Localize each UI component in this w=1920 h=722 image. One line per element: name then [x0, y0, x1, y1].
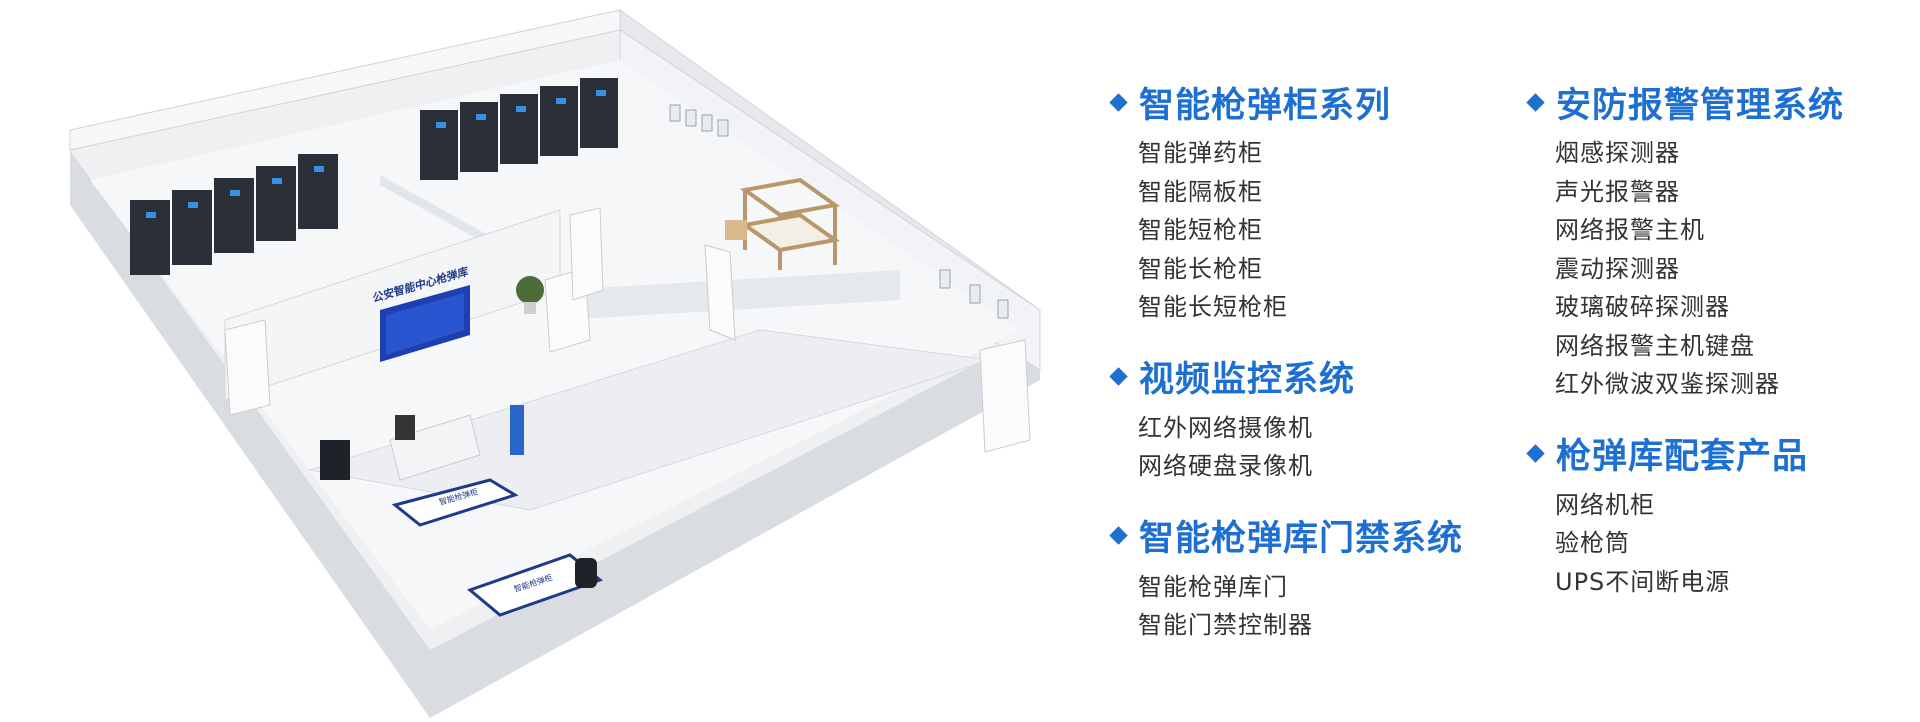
diamond-bullet-icon — [1526, 444, 1545, 463]
product-section: 安防报警管理系统 烟感探测器声光报警器网络报警主机震动探测器玻璃破碎探测器网络报… — [1525, 80, 1844, 404]
section-title: 智能枪弹柜系列 — [1108, 80, 1463, 126]
section-title: 枪弹库配套产品 — [1525, 432, 1844, 477]
section-title-text: 智能枪弹库门禁系统 — [1139, 519, 1464, 559]
product-item: 网络报警主机键盘 — [1555, 331, 1755, 360]
potted-plant — [516, 276, 544, 304]
product-item: 烟感探测器 — [1555, 139, 1680, 167]
floor-slab-side — [70, 150, 1040, 718]
diamond-bullet-icon — [1109, 367, 1128, 386]
product-item: 红外网络摄像机 — [1138, 413, 1313, 442]
section-item-list: 智能枪弹库门智能门禁控制器 — [1138, 568, 1463, 645]
product-item: 网络机柜 — [1555, 490, 1655, 519]
reception-desk — [389, 405, 524, 481]
section-title-text: 视频监控系统 — [1139, 360, 1356, 400]
section-item-list: 智能弹药柜智能隔板柜智能短枪柜智能长枪柜智能长短枪柜 — [1138, 134, 1463, 327]
section-title: 安防报警管理系统 — [1525, 80, 1844, 126]
diamond-bullet-icon — [1109, 526, 1128, 545]
gun-cabinet-group-left — [130, 154, 338, 275]
storage-box — [725, 220, 747, 240]
server-rack — [320, 440, 350, 480]
product-item: 智能门禁控制器 — [1138, 611, 1313, 639]
product-section: 智能枪弹柜系列 智能弹药柜智能隔板柜智能短枪柜智能长枪柜智能长短枪柜 — [1108, 80, 1463, 327]
section-title-text: 智能枪弹柜系列 — [1139, 85, 1392, 126]
product-item: 验枪筒 — [1555, 529, 1630, 557]
product-item: 震动探测器 — [1555, 254, 1680, 283]
product-item: 智能隔板柜 — [1138, 177, 1263, 206]
product-item: 智能长枪柜 — [1138, 254, 1263, 283]
section-item-list: 烟感探测器声光报警器网络报警主机震动探测器玻璃破碎探测器网络报警主机键盘红外微波… — [1555, 134, 1844, 404]
product-item: UPS不间断电源 — [1555, 567, 1731, 596]
product-item: 声光报警器 — [1555, 177, 1680, 206]
product-section: 智能枪弹库门禁系统 智能枪弹库门智能门禁控制器 — [1108, 514, 1463, 645]
floor-mat-2 — [467, 553, 603, 617]
diamond-bullet-icon — [1109, 92, 1128, 112]
section-item-list: 网络机柜验枪筒 UPS不间断电源 — [1555, 486, 1844, 602]
gun-cabinet-group-right — [420, 78, 618, 180]
plant-pot — [524, 302, 536, 314]
product-item: 智能长短枪柜 — [1138, 293, 1288, 321]
gun-check-barrel — [575, 558, 597, 588]
armory-floorplan-illustration: 智能枪弹柜智能枪弹柜 公安智能中心枪弹库 — [69, 9, 1041, 718]
product-item: 红外微波双鉴探测器 — [1555, 370, 1780, 398]
product-section: 枪弹库配套产品 网络机柜验枪筒 UPS不间断电源 — [1525, 432, 1844, 602]
section-title-text: 安防报警管理系统 — [1556, 85, 1845, 126]
product-column-right: 安防报警管理系统 烟感探测器声光报警器网络报警主机震动探测器玻璃破碎探测器网络报… — [1525, 80, 1844, 629]
security-doors — [224, 207, 1031, 453]
product-item: 智能弹药柜 — [1138, 139, 1263, 167]
section-title: 智能枪弹库门禁系统 — [1108, 514, 1463, 559]
section-title-text: 枪弹库配套产品 — [1556, 437, 1809, 477]
wall-vents — [669, 104, 1009, 319]
product-item: 网络硬盘录像机 — [1138, 452, 1313, 480]
product-section: 视频监控系统 红外网络摄像机网络硬盘录像机 — [1108, 355, 1463, 486]
product-item: 智能枪弹库门 — [1138, 572, 1288, 601]
section-title: 视频监控系统 — [1108, 355, 1463, 400]
section-item-list: 红外网络摄像机网络硬盘录像机 — [1138, 409, 1463, 486]
floor-mat-1 — [391, 478, 519, 527]
diamond-bullet-icon — [1526, 92, 1545, 112]
surveillance-video-wall — [380, 285, 470, 362]
product-item: 智能短枪柜 — [1138, 216, 1263, 244]
product-item: 玻璃破碎探测器 — [1555, 293, 1730, 321]
product-item: 网络报警主机 — [1555, 216, 1705, 244]
product-column-left: 智能枪弹柜系列 智能弹药柜智能隔板柜智能短枪柜智能长枪柜智能长短枪柜 视频监控系… — [1108, 80, 1463, 673]
